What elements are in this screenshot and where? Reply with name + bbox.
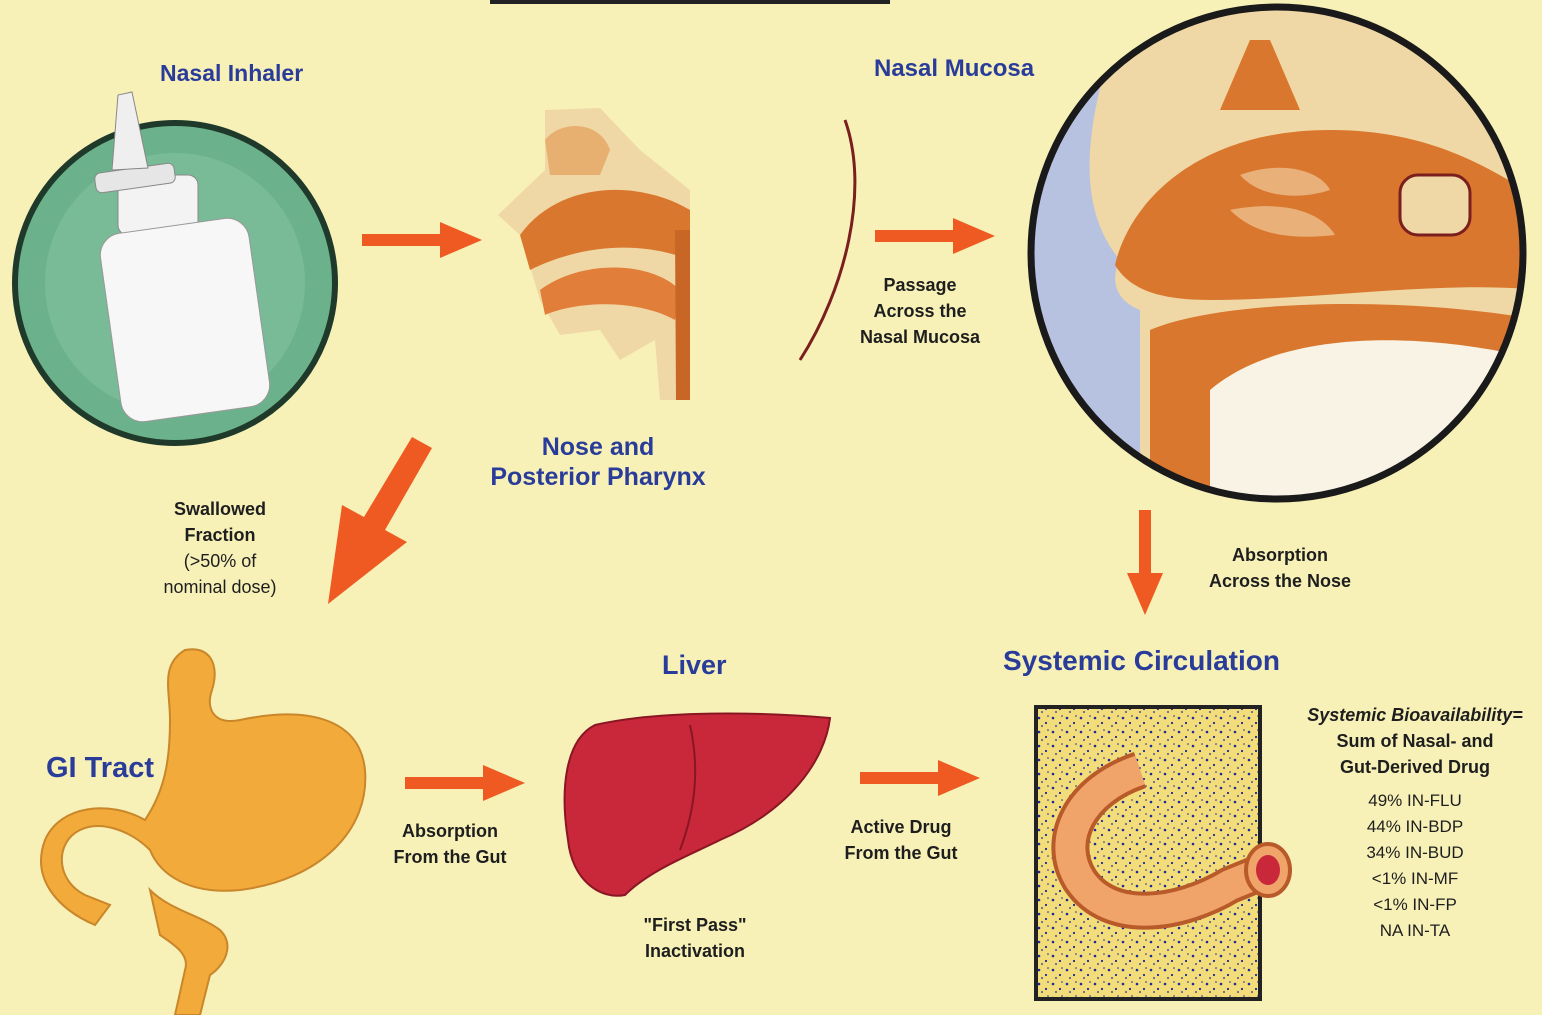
bioavailability-item: 34% IN-BUD	[1345, 840, 1485, 866]
absorption-nose-line1: Absorption	[1190, 542, 1370, 568]
swallowed-line2: Fraction	[150, 522, 290, 548]
active-drug-caption: Active Drug From the Gut	[826, 814, 976, 866]
bioavailability-caption: Systemic Bioavailability= Sum of Nasal- …	[1290, 702, 1540, 780]
bioavailability-item: 44% IN-BDP	[1345, 814, 1485, 840]
liver-label: Liver	[662, 650, 727, 681]
bioavailability-item: <1% IN-FP	[1345, 892, 1485, 918]
arrow-nose-to-mucosa	[875, 218, 995, 254]
nasal-inhaler-label: Nasal Inhaler	[160, 60, 303, 87]
absorption-gut-line1: Absorption	[375, 818, 525, 844]
active-drug-line1: Active Drug	[826, 814, 976, 840]
swallowed-line1: Swallowed	[150, 496, 290, 522]
bioavailability-item: 49% IN-FLU	[1345, 788, 1485, 814]
passage-line1: Passage	[845, 272, 995, 298]
nasal-inhaler-illustration	[15, 92, 335, 443]
arrow-inhaler-to-nose	[362, 222, 482, 258]
swallowed-line3: (>50% of	[150, 548, 290, 574]
bioavail-line2: Sum of Nasal- and	[1290, 728, 1540, 754]
gi-tract-label: GI Tract	[46, 752, 154, 785]
nasal-mucosa-label: Nasal Mucosa	[874, 55, 1034, 83]
nose-pharynx-label: Nose and Posterior Pharynx	[487, 432, 709, 492]
bioavailability-item: <1% IN-MF	[1345, 866, 1485, 892]
first-pass-line2: Inactivation	[620, 938, 770, 964]
nasal-mucosa-illustration	[1020, 7, 1540, 520]
passage-line2: Across the	[845, 298, 995, 324]
absorption-nose-line2: Across the Nose	[1190, 568, 1370, 594]
absorption-gut-caption: Absorption From the Gut	[375, 818, 525, 870]
systemic-circulation-label: Systemic Circulation	[1003, 645, 1280, 677]
passage-caption: Passage Across the Nasal Mucosa	[845, 272, 995, 350]
arrow-absorption-nose	[1127, 510, 1163, 615]
bioavail-line3: Gut-Derived Drug	[1290, 754, 1540, 780]
active-drug-line2: From the Gut	[826, 840, 976, 866]
liver-illustration	[565, 714, 830, 896]
nose-pharynx-illustration	[498, 108, 690, 400]
absorption-gut-line2: From the Gut	[375, 844, 525, 870]
arrow-swallowed	[328, 437, 432, 604]
bioavailability-list: 49% IN-FLU 44% IN-BDP 34% IN-BUD <1% IN-…	[1345, 788, 1485, 944]
first-pass-line1: "First Pass"	[620, 912, 770, 938]
nose-pharynx-line1: Nose and	[487, 432, 709, 462]
swallowed-caption: Swallowed Fraction (>50% of nominal dose…	[150, 496, 290, 600]
first-pass-caption: "First Pass" Inactivation	[620, 912, 770, 964]
systemic-circulation-illustration	[1036, 707, 1290, 999]
nose-pharynx-line2: Posterior Pharynx	[487, 462, 709, 492]
absorption-nose-caption: Absorption Across the Nose	[1190, 542, 1370, 594]
passage-line3: Nasal Mucosa	[845, 324, 995, 350]
top-rule	[490, 0, 890, 4]
bioavailability-item: NA IN-TA	[1345, 918, 1485, 944]
arrow-active-drug	[860, 760, 980, 796]
swallowed-line4: nominal dose)	[150, 574, 290, 600]
arrow-absorption-gut	[405, 765, 525, 801]
gi-tract-illustration	[41, 649, 365, 1015]
bioavail-line1: Systemic Bioavailability=	[1290, 702, 1540, 728]
